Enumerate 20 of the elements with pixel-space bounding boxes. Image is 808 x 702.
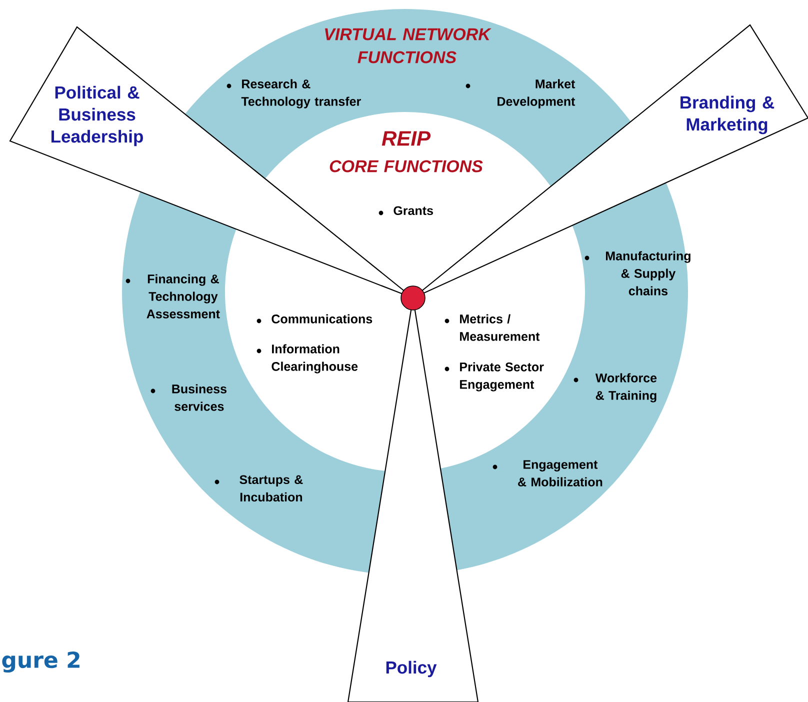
node-label: Policy [386, 660, 437, 678]
hub-dot [400, 286, 426, 310]
heading: CORE FUNCTIONS [330, 160, 483, 172]
heading: VIRTUAL NETWORK FUNCTIONS [325, 28, 492, 64]
bullet-item: Startups & Incubation [214, 475, 303, 502]
bullet-item: Workforce & Training [574, 373, 657, 402]
figure-caption: gure 2 [2, 651, 80, 673]
bullet-item: Business services [150, 384, 226, 411]
bullet-item: Metrics / Measurement [444, 314, 540, 341]
heading: REIP [382, 131, 431, 146]
node-label: Branding & Marketing [680, 96, 774, 134]
bullet-item: Grants [378, 206, 433, 216]
bullet-item: Market Development [466, 79, 576, 108]
bullet-item: Engagement & Mobilization [492, 460, 602, 486]
bullet-item: Financing & Technology Assessment [126, 274, 220, 318]
bullet-item: Manufacturing & Supply chains [584, 251, 690, 296]
bullet-item: Private Sector Engagement [444, 362, 544, 392]
bullet-item: Research & Technology transfer [226, 79, 361, 108]
bullet-item: Communications [256, 314, 372, 324]
bullet-item: Information Clearinghouse [256, 344, 358, 374]
